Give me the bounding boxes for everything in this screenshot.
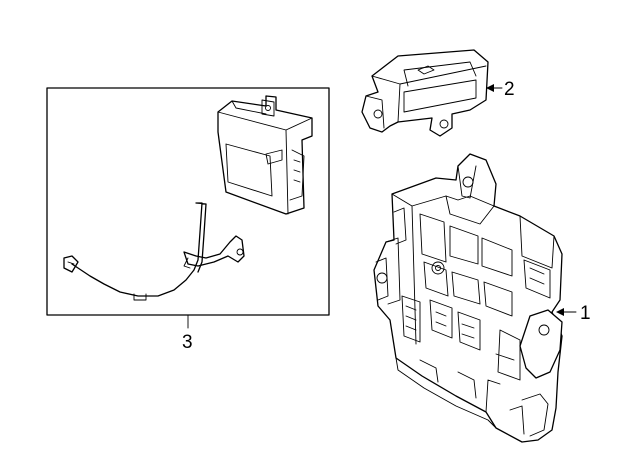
leader-2-arrow [486, 84, 494, 92]
part-3-antenna-cable [63, 202, 245, 301]
part-3-kit: 3 [46, 87, 330, 353]
part-3-module [217, 95, 313, 215]
callout-3: 3 [182, 332, 193, 353]
part-1-junction-block: 1 [373, 153, 591, 443]
callout-1: 1 [580, 303, 591, 324]
leader-1-arrow [556, 308, 564, 316]
callout-2: 2 [504, 79, 515, 100]
part-2-receiver: 2 [361, 49, 515, 137]
